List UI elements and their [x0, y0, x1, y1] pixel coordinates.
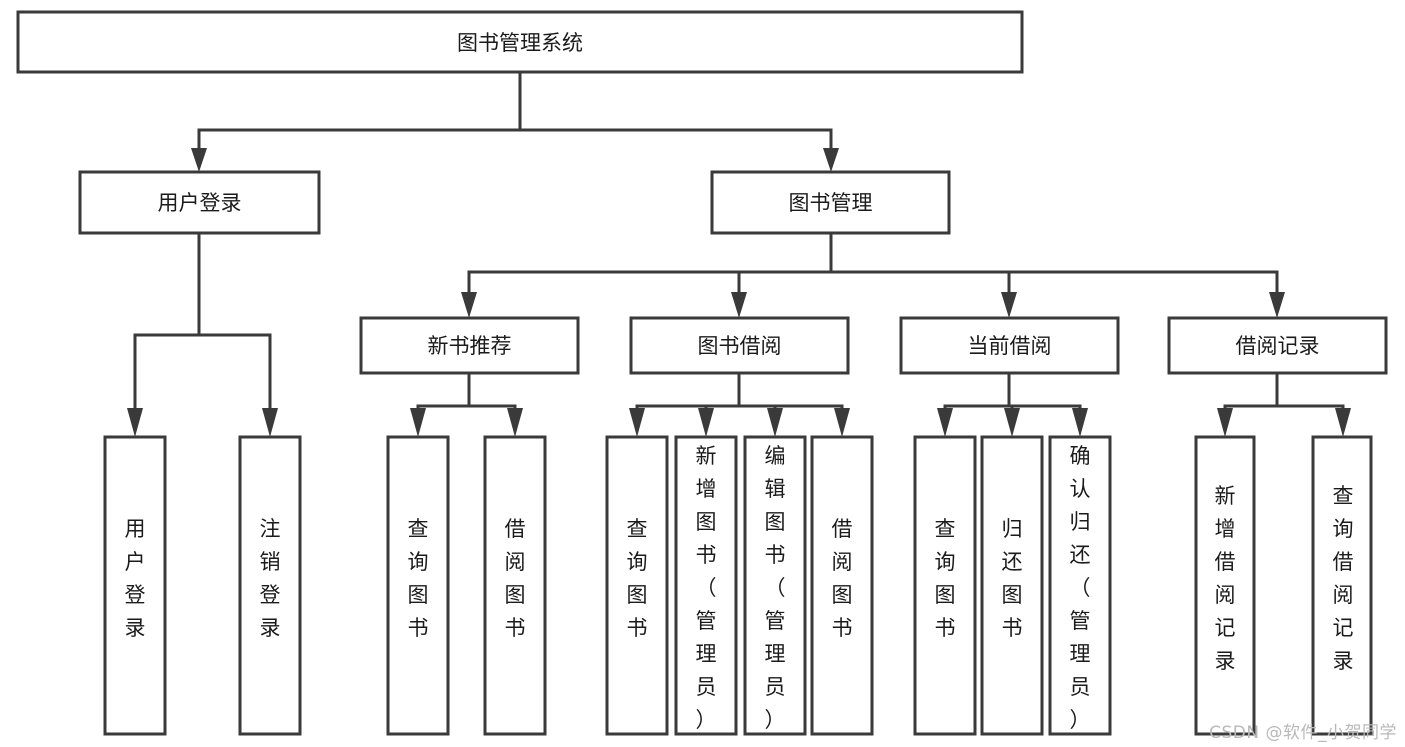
- arrow-head-leaf-return-book: [1004, 408, 1020, 437]
- node-book-borrow-label: 图书借阅: [698, 334, 782, 358]
- arrow-head-leaf-add-record: [1217, 408, 1233, 437]
- node-leaf-return-book-box[interactable]: [980, 435, 1044, 736]
- node-book-borrow-box[interactable]: [629, 316, 850, 375]
- arrow-head-book-borrow: [731, 292, 747, 318]
- node-leaf-query-book-b-label: 查询图书: [627, 517, 648, 640]
- node-leaf-query-book-b[interactable]: [605, 435, 669, 736]
- node-current-borrow-label: 当前借阅: [968, 334, 1052, 358]
- node-leaf-borrow-book-b-label: 借阅图书: [832, 517, 853, 640]
- node-leaf-user-login[interactable]: [103, 435, 167, 736]
- node-book-borrow[interactable]: 图书借阅: [629, 316, 850, 375]
- node-leaf-borrow-book-a-label: 借阅图书: [505, 517, 526, 640]
- node-leaf-return-book[interactable]: [980, 435, 1044, 736]
- node-book-manage-label: 图书管理: [789, 191, 873, 215]
- node-leaf-add-book[interactable]: [674, 435, 738, 736]
- node-leaf-query-record-label: 查询借阅记录: [1333, 484, 1354, 673]
- node-new-book-recommend-box[interactable]: [359, 316, 580, 375]
- node-leaf-edit-book-label: 编辑图书（管理员）: [765, 444, 786, 732]
- arrow-head-borrow-record: [1269, 292, 1285, 318]
- node-root-system-label: 图书管理系统: [457, 31, 583, 55]
- arrow-head-leaf-query-book-3: [937, 408, 953, 437]
- node-leaf-borrow-book-a-box[interactable]: [483, 435, 547, 736]
- node-borrow-record-label: 借阅记录: [1236, 334, 1320, 358]
- arrow-head-user-login: [191, 148, 207, 172]
- arrow-head-leaf-add-book: [698, 408, 714, 437]
- node-leaf-add-book-box[interactable]: [674, 435, 738, 736]
- node-leaf-user-login-label: 用户登录: [125, 517, 146, 640]
- node-leaf-query-book-c[interactable]: [913, 435, 977, 736]
- node-leaf-user-login-box[interactable]: [103, 435, 167, 736]
- node-leaf-query-record[interactable]: [1311, 435, 1373, 736]
- node-leaf-confirm-return-label: 确认归还（管理员）: [1070, 444, 1091, 732]
- node-leaf-edit-book[interactable]: [743, 435, 807, 736]
- leaf-labels-layer: 用户登录 注销登录 查询图书 借阅图书 查询图书 新增图书（管理员） 编辑图书（管理员） 借阅…: [125, 444, 1354, 732]
- node-leaf-confirm-return-box[interactable]: [1048, 435, 1112, 736]
- node-current-borrow[interactable]: 当前借阅: [899, 316, 1120, 375]
- arrow-head-leaf-query-record: [1335, 408, 1351, 437]
- node-leaf-query-book-b-box[interactable]: [605, 435, 669, 736]
- node-leaf-add-book-label: 新增图书（管理员）: [696, 444, 717, 732]
- arrow-head-leaf-user-login: [127, 408, 143, 437]
- node-leaf-add-record[interactable]: [1194, 435, 1256, 736]
- arrow-head-leaf-edit-book: [767, 408, 783, 437]
- node-new-book-recommend[interactable]: 新书推荐: [359, 316, 580, 375]
- arrow-head-current-borrow: [1001, 292, 1017, 318]
- node-leaf-add-record-box[interactable]: [1194, 435, 1256, 736]
- node-root-system-box[interactable]: [16, 10, 1024, 74]
- arrow-head-new-book: [461, 292, 477, 318]
- node-leaf-borrow-book-b-box[interactable]: [810, 435, 874, 736]
- node-user-login[interactable]: 用户登录: [78, 170, 321, 235]
- node-book-manage[interactable]: 图书管理: [710, 170, 951, 235]
- node-book-manage-box[interactable]: [710, 170, 951, 235]
- node-leaf-edit-book-box[interactable]: [743, 435, 807, 736]
- csdn-watermark: CSDN @软件_小贺同学: [1209, 723, 1397, 743]
- node-leaf-borrow-book-b[interactable]: [810, 435, 874, 736]
- node-leaf-query-book-a-label: 查询图书: [408, 517, 429, 640]
- arrow-head-leaf-query-book-2: [629, 408, 645, 437]
- node-leaf-return-book-label: 归还图书: [1002, 517, 1023, 640]
- node-user-login-label: 用户登录: [158, 191, 242, 215]
- node-user-login-box[interactable]: [78, 170, 321, 235]
- node-leaf-logout[interactable]: [238, 435, 302, 736]
- edges-layer: [127, 70, 1351, 437]
- arrow-head-leaf-query-book-1: [410, 408, 426, 437]
- node-leaf-query-book-c-box[interactable]: [913, 435, 977, 736]
- node-leaf-borrow-book-a[interactable]: [483, 435, 547, 736]
- node-current-borrow-box[interactable]: [899, 316, 1120, 375]
- arrow-head-leaf-logout: [262, 408, 278, 437]
- node-leaf-query-book-a-box[interactable]: [386, 435, 450, 736]
- arrow-head-leaf-borrow-book-1: [507, 408, 523, 437]
- node-leaf-confirm-return[interactable]: [1048, 435, 1112, 736]
- node-borrow-record-box[interactable]: [1167, 316, 1388, 375]
- node-leaf-logout-label: 注销登录: [260, 517, 281, 640]
- node-leaf-add-record-label: 新增借阅记录: [1215, 484, 1236, 673]
- arrow-head-leaf-borrow-book-2: [834, 408, 850, 437]
- node-root-system[interactable]: 图书管理系统: [16, 10, 1024, 74]
- node-leaf-query-book-c-label: 查询图书: [935, 517, 956, 640]
- arrow-head-book-manage: [823, 148, 839, 172]
- node-new-book-recommend-label: 新书推荐: [428, 334, 512, 358]
- node-leaf-query-book-a[interactable]: [386, 435, 450, 736]
- node-leaf-query-record-box[interactable]: [1311, 435, 1373, 736]
- node-borrow-record[interactable]: 借阅记录: [1167, 316, 1388, 375]
- node-leaf-logout-box[interactable]: [238, 435, 302, 736]
- arrow-head-leaf-confirm-return: [1072, 408, 1088, 437]
